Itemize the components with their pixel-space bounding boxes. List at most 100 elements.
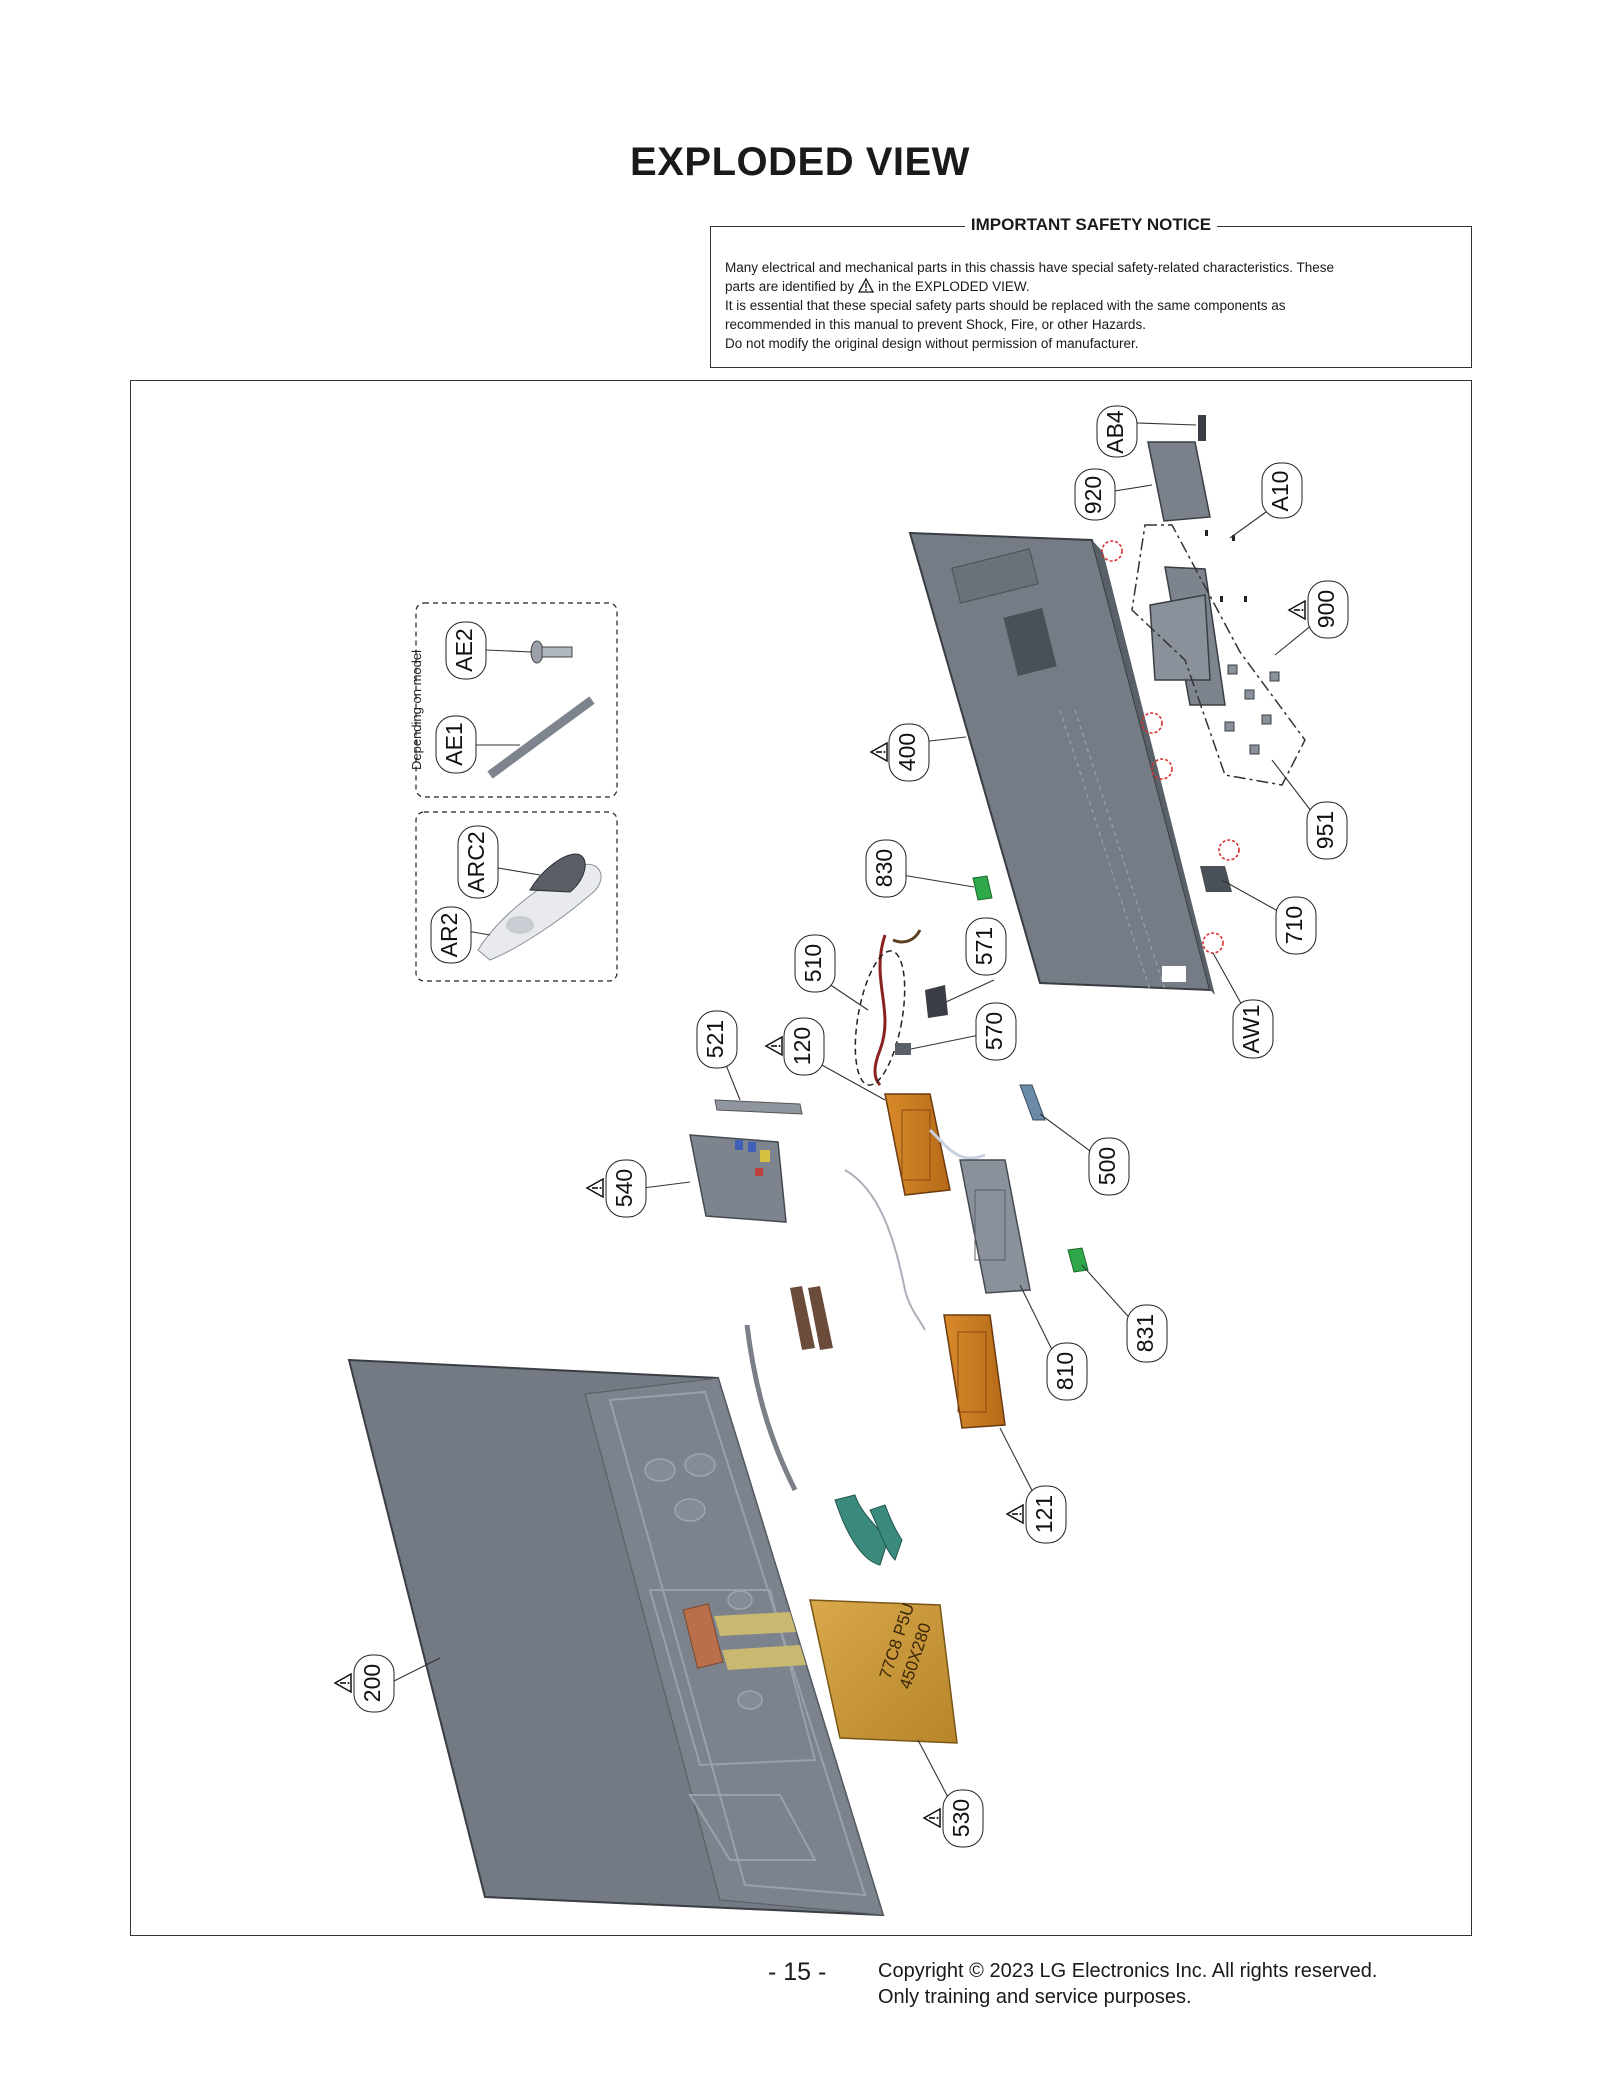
- callout-ar2: AR2: [430, 906, 472, 964]
- copyright-line-2: Only training and service purposes.: [878, 1986, 1192, 2008]
- callout-ae1: AE1: [435, 715, 477, 774]
- connector-570-part: [895, 1043, 911, 1055]
- warning-triangle-icon: [586, 1178, 604, 1198]
- callout-a10: A10: [1261, 462, 1303, 519]
- power-module-120-part: [884, 1093, 951, 1196]
- callout-121: 121: [1025, 1485, 1067, 1544]
- callout-900: 900: [1307, 580, 1349, 639]
- callout-200: 200: [353, 1654, 395, 1713]
- callout-540: 540: [605, 1159, 647, 1218]
- svg-text:AR2: AR2: [436, 913, 462, 958]
- warning-triangle-icon: [870, 742, 888, 762]
- svg-text:400: 400: [894, 733, 920, 771]
- notice-line-3: It is essential that these special safet…: [725, 298, 1286, 313]
- notice-line-4: recommended in this manual to prevent Sh…: [725, 317, 1146, 332]
- warning-triangle-icon: [858, 278, 875, 293]
- svg-text:AB4: AB4: [1102, 410, 1128, 454]
- svg-text:530: 530: [948, 1799, 974, 1837]
- wire: [928, 1128, 986, 1160]
- svg-text:900: 900: [1313, 590, 1339, 628]
- display-panel-part: [347, 1358, 885, 1917]
- bracket-810-part: [959, 1159, 1031, 1294]
- main-board-540-part: [689, 1134, 787, 1223]
- callout-810: 810: [1046, 1342, 1088, 1401]
- warning-triangle-icon: [334, 1673, 352, 1693]
- notice-line-1: Many electrical and mechanical parts in …: [725, 260, 1335, 275]
- safety-notice-box: IMPORTANT SAFETY NOTICE Many electrical …: [710, 215, 1472, 368]
- svg-text:810: 810: [1052, 1352, 1078, 1390]
- callout-ae2: AE2: [445, 621, 487, 680]
- warning-triangle-icon: [1006, 1504, 1024, 1524]
- screw-ae2-part: [530, 640, 573, 664]
- callout-570: 570: [975, 1002, 1017, 1061]
- notice-line-5: Do not modify the original design withou…: [725, 336, 1139, 351]
- diagram-frame: [130, 380, 1472, 1936]
- depending-note: Depending on model: [409, 650, 424, 770]
- safety-notice-text: Many electrical and mechanical parts in …: [725, 258, 1457, 353]
- svg-text:AW1: AW1: [1238, 1005, 1264, 1054]
- svg-text:121: 121: [1031, 1495, 1057, 1533]
- page-number: - 15 -: [768, 1958, 827, 1986]
- callout-951: 951: [1306, 801, 1348, 860]
- callout-521: 521: [696, 1010, 738, 1069]
- svg-text:570: 570: [981, 1012, 1007, 1050]
- bracket-521-part: [714, 1099, 803, 1115]
- power-module-121-part: [943, 1314, 1006, 1429]
- page-title: EXPLODED VIEW: [630, 140, 970, 184]
- svg-text:AE1: AE1: [441, 722, 467, 765]
- optional-parts-box-1: [415, 602, 618, 798]
- svg-text:951: 951: [1312, 811, 1338, 849]
- svg-text:521: 521: [702, 1020, 728, 1058]
- callout-510: 510: [794, 934, 836, 993]
- module-530-part: 77C8 P5U 450X280: [809, 1599, 958, 1744]
- svg-text:571: 571: [971, 927, 997, 965]
- callout-500: 500: [1088, 1137, 1130, 1196]
- notice-line-2a: parts are identified by: [725, 279, 855, 294]
- warning-triangle-icon: [1288, 600, 1306, 620]
- strip-ae1-part: [487, 696, 595, 779]
- callout-400: 400: [888, 723, 930, 782]
- callout-aw1: AW1: [1232, 999, 1274, 1059]
- callout-830: 830: [865, 839, 907, 898]
- strip-part: [790, 1286, 815, 1350]
- remote-arc2-part: [529, 853, 586, 893]
- callout-120: 120: [783, 1017, 825, 1076]
- stand-900-part: [1131, 524, 1306, 786]
- teal-bracket: [834, 1494, 889, 1566]
- svg-text:120: 120: [789, 1027, 815, 1065]
- part-ab4: [1198, 415, 1206, 441]
- svg-text:510: 510: [800, 944, 826, 982]
- svg-text:710: 710: [1281, 906, 1307, 944]
- callout-571: 571: [965, 917, 1007, 976]
- feet-951-part: [1224, 664, 1280, 755]
- callout-ab4: AB4: [1096, 405, 1138, 458]
- svg-text:A10: A10: [1267, 471, 1293, 512]
- safety-notice-heading: IMPORTANT SAFETY NOTICE: [964, 215, 1218, 234]
- copyright-line-1: Copyright © 2023 LG Electronics Inc. All…: [878, 1960, 1378, 1982]
- bracket-571-part: [925, 985, 948, 1018]
- bracket-710-part: [1200, 866, 1232, 892]
- svg-text:AE2: AE2: [451, 628, 477, 671]
- warning-triangle-icon: [923, 1808, 941, 1828]
- warning-triangle-icon: [765, 1036, 783, 1056]
- notice-line-2b: in the EXPLODED VIEW.: [878, 279, 1030, 294]
- callout-530: 530: [942, 1789, 984, 1848]
- copyright-notice: Copyright © 2023 LG Electronics Inc. All…: [878, 1958, 1377, 2010]
- callout-920: 920: [1074, 468, 1116, 521]
- svg-text:920: 920: [1080, 476, 1106, 514]
- ffc-cable: [744, 1324, 798, 1492]
- svg-text:830: 830: [871, 849, 897, 887]
- callout-710: 710: [1275, 896, 1317, 955]
- cover-920-part: [1147, 441, 1211, 522]
- cable-510-part: [873, 934, 887, 1087]
- svg-text:831: 831: [1132, 1314, 1158, 1352]
- svg-text:540: 540: [611, 1169, 637, 1207]
- board-830-part: [972, 875, 993, 901]
- board-500-part: [1019, 1084, 1046, 1121]
- svg-text:500: 500: [1094, 1147, 1120, 1185]
- optional-parts-box-2: [415, 811, 618, 982]
- svg-text:ARC2: ARC2: [463, 831, 489, 892]
- screw-location-markers: [1101, 540, 1240, 954]
- screws-a10-part: [1205, 530, 1247, 602]
